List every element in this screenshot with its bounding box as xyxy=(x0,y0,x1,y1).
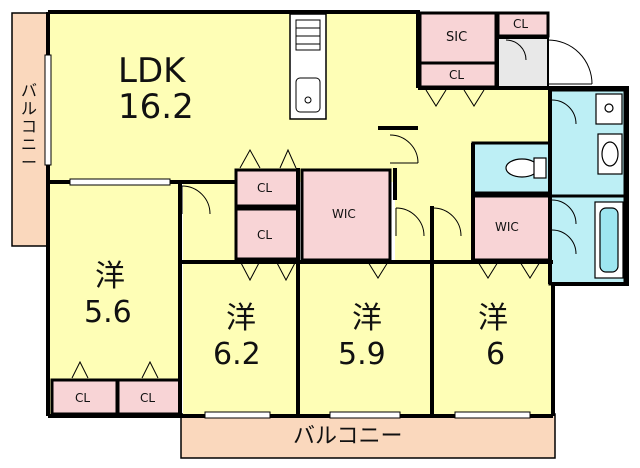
balcony-south-label: バルコニー xyxy=(293,424,403,449)
cl-top-mid xyxy=(418,61,498,89)
hall-corridor xyxy=(395,170,475,262)
wic-label-2: WIC xyxy=(495,220,519,234)
door-swings xyxy=(181,39,593,255)
cl-top-right xyxy=(496,11,550,38)
windows xyxy=(44,54,531,419)
wic-1 xyxy=(300,168,392,262)
room1-size: 5.6 xyxy=(84,295,132,330)
toilet xyxy=(505,157,547,179)
room1-floor xyxy=(48,182,180,414)
cl-label-top-right: CL xyxy=(513,17,529,31)
kitchen-counter xyxy=(289,13,327,120)
ldk-name: LDK xyxy=(118,51,186,91)
balcony-west-label: バルコニー xyxy=(20,81,37,172)
cl-label-mid-2: CL xyxy=(257,228,273,242)
sic-label: SIC xyxy=(446,30,468,45)
room4-name: 洋 xyxy=(478,301,508,336)
room3-name: 洋 xyxy=(352,301,382,336)
balcony-west xyxy=(11,12,48,247)
wic-2 xyxy=(471,194,552,262)
ldk-size: 16.2 xyxy=(118,87,194,127)
sic-closet xyxy=(418,11,498,65)
closet-door-marks xyxy=(71,89,541,379)
washbasin xyxy=(595,93,623,175)
cl-label-bottom-2: CL xyxy=(140,391,156,405)
balcony-south xyxy=(180,413,556,459)
cl-label-bottom-1: CL xyxy=(75,391,91,405)
bathtub xyxy=(594,201,624,279)
room4-floor xyxy=(432,262,552,414)
wic-label-1: WIC xyxy=(332,207,356,221)
cl-label-mid-1: CL xyxy=(257,181,273,195)
cl-label-top-mid: CL xyxy=(449,68,465,82)
room1-name: 洋 xyxy=(95,259,125,294)
room4-size: 6 xyxy=(486,337,506,372)
room2-name: 洋 xyxy=(226,301,256,336)
room3-size: 5.9 xyxy=(338,337,386,372)
ldk-floor xyxy=(48,12,418,182)
room3-floor xyxy=(300,260,432,414)
room2-size: 6.2 xyxy=(213,337,261,372)
entrance xyxy=(497,37,549,89)
